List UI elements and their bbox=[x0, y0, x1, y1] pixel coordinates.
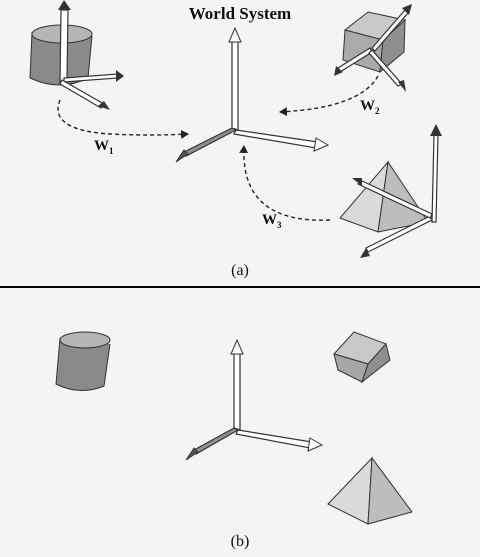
cylinder-object-b bbox=[55, 331, 111, 391]
panel-b-figure bbox=[55, 331, 413, 525]
world-axis-tips-b bbox=[185, 338, 324, 461]
w1-label: W1 bbox=[94, 138, 114, 156]
pyramid-object bbox=[339, 160, 429, 233]
w2-label: W2 bbox=[360, 98, 380, 116]
panel-a: World System bbox=[0, 0, 480, 286]
cylinder-axis-tips bbox=[58, 0, 124, 110]
diagram-title: World System bbox=[188, 4, 292, 23]
pyramid-axis-tips bbox=[352, 124, 442, 258]
w2-transform-arrow bbox=[279, 75, 379, 117]
w3-label: W3 bbox=[262, 212, 282, 230]
w3-transform-arrow bbox=[239, 145, 331, 221]
world-axes bbox=[183, 39, 319, 157]
world-axis-tips bbox=[175, 26, 330, 163]
pyramid-local-axes bbox=[357, 133, 439, 253]
w1-transform-arrow bbox=[57, 99, 189, 139]
panel-a-figure: W1 W2 W3 bbox=[29, 0, 442, 258]
cube-local-axes bbox=[337, 9, 409, 87]
caption-b: (b) bbox=[230, 533, 250, 550]
world-axes-b bbox=[193, 351, 313, 455]
caption-a: (a) bbox=[231, 262, 249, 279]
cube-axis-tips bbox=[334, 4, 412, 92]
cube-object-b bbox=[333, 331, 391, 384]
cylinder-local-axes bbox=[59, 9, 119, 109]
panel-divider bbox=[0, 286, 480, 288]
panel-b: (b) bbox=[0, 288, 480, 557]
pyramid-object-b bbox=[327, 456, 413, 525]
